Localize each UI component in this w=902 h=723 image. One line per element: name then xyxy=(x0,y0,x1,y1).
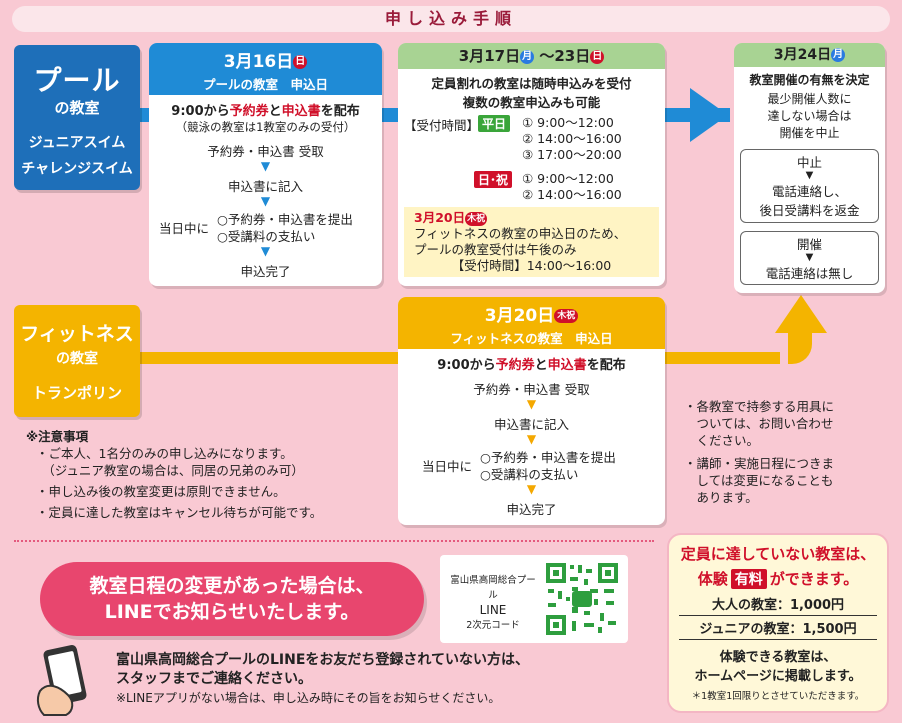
arrow-down-icon: ▼ xyxy=(260,159,271,173)
step-fill: 申込書に記入 xyxy=(227,179,303,194)
same-day-block: 当日中に ○予約券・申込書を提出 ○受講料の支払い xyxy=(422,450,616,482)
date-3-16: 3月16日 xyxy=(223,52,294,72)
pool-label-main: プール xyxy=(33,64,121,97)
side-notes: ・各教室で持参する用具に ついては、お問い合わせ ください。 ・講師・実施日程に… xyxy=(684,399,835,505)
qr-caption: 富山県高岡総合プール LINE 2次元コード xyxy=(450,575,536,631)
fitness-label-main: フィットネス xyxy=(20,323,134,345)
fitness-card-3-20: 3月20日木祝 フィットネスの教室 申込日 9:00から予約券と申込書を配布 予… xyxy=(398,297,665,525)
step-complete: 申込完了 xyxy=(506,502,557,517)
page-title: 申し込み手順 xyxy=(12,6,890,32)
day-mon-badge: 月 xyxy=(831,48,846,62)
weekday-tag: 平日 xyxy=(478,115,511,132)
fitness-label: フィットネス の教室 トランポリン xyxy=(14,305,140,417)
arrow-down-icon: ▼ xyxy=(526,482,537,496)
pool-label-item-2: チャレンジスイム xyxy=(21,161,133,177)
step-receive: 予約券・申込書 受取 xyxy=(473,382,590,397)
step-fill: 申込書に記入 xyxy=(493,417,569,432)
arrow-down-icon: ▼ xyxy=(260,244,271,258)
caution-notes: ※注意事項 ・ご本人、1名分のみの申し込みになります。 （ジュニア教室の場合は、… xyxy=(26,428,396,521)
step-complete: 申込完了 xyxy=(240,264,291,279)
fitness-apply-day-label: フィットネスの教室 申込日 xyxy=(450,331,613,346)
reception-hours: 【受付時間】 平日 ① 9:00～12:00 ② 14:00～16:00 ③ 1… xyxy=(398,113,665,207)
step-receive: 予約券・申込書 受取 xyxy=(207,144,324,159)
trial-box: 定員に達していない教室は、 体験有料ができます。 大人の教室：1,000円 ジュ… xyxy=(667,533,889,713)
holiday-tag: 日･祝 xyxy=(474,171,513,188)
held-title: 開催 xyxy=(796,237,822,252)
adult-price: 大人の教室：1,000円 xyxy=(679,594,877,616)
arrow-down-icon: ▼ xyxy=(260,194,271,208)
divider xyxy=(14,540,654,542)
holiday-times: ① 9:00～12:00 ② 14:00～16:00 xyxy=(522,171,622,202)
pool-card-3-16-head: 3月16日日 プールの教室 申込日 xyxy=(149,43,382,95)
day-sun-badge: 日 xyxy=(293,55,308,69)
reception-label: 【受付時間】 xyxy=(404,118,480,133)
special-day-notice: 3月20日木祝 フィットネスの教室の申込日のため、 プールの教室受付は午後のみ … xyxy=(404,207,659,277)
cancel-box: 中止 ▼ 電話連絡し、 後日受講料を返金 xyxy=(740,149,879,223)
junior-price: ジュニアの教室：1,500円 xyxy=(679,618,877,640)
day-thu-holiday-badge: 木祝 xyxy=(465,211,488,226)
line-notice-text: 富山県高岡総合プールのLINEをお友だち登録されていない方は、 スタッフまでご連… xyxy=(116,652,529,705)
arrow-down-icon: ▼ xyxy=(805,170,814,181)
arrow-down-icon: ▼ xyxy=(526,397,537,411)
held-box: 開催 ▼ 電話連絡は無し xyxy=(740,231,879,285)
open-slots-line: 定員割れの教室は随時申込みを受付 xyxy=(431,76,632,91)
paid-tag: 有料 xyxy=(730,569,767,589)
pool-card-3-17-head: 3月17日月 ～23日日 xyxy=(398,43,665,69)
caution-title: ※注意事項 xyxy=(26,429,89,444)
pool-flow-arrowhead xyxy=(690,88,728,142)
same-day-block: 当日中に ○予約券・申込書を提出 ○受講料の支払い xyxy=(149,209,382,245)
pool-card-3-16: 3月16日日 プールの教室 申込日 9:00から予約券と申込書を配布 （競泳の教… xyxy=(149,43,382,286)
weekday-times: ① 9:00～12:00 ② 14:00～16:00 ③ 17:00～20:00 xyxy=(522,115,622,162)
line-qr-card: 富山県高岡総合プール LINE 2次元コード xyxy=(440,555,628,643)
decide-line: 教室開催の有無を決定 xyxy=(749,73,870,87)
arrow-down-icon: ▼ xyxy=(805,252,814,263)
day-thu-holiday-badge: 木祝 xyxy=(554,309,579,323)
option-submit: ○予約券・申込書を提出 xyxy=(217,212,353,227)
day-sun-badge: 日 xyxy=(590,49,605,64)
fitness-flow-arrowhead xyxy=(775,295,827,333)
fitness-label-sub: の教室 xyxy=(56,351,98,367)
line-notice-pill: 教室日程の変更があった場合は、 LINEでお知らせいたします。 xyxy=(40,562,424,636)
final-card-head: 3月24日月 xyxy=(734,43,885,67)
line-qr-code[interactable] xyxy=(544,561,620,637)
swim-note: （競泳の教室は1教室のみの受付） xyxy=(175,120,356,134)
fitness-card-head: 3月20日木祝 フィットネスの教室 申込日 xyxy=(398,297,665,349)
pool-label-sub: の教室 xyxy=(54,99,100,117)
pool-label-item-1: ジュニアスイム xyxy=(28,135,126,151)
multi-apply-line: 複数の教室申込みも可能 xyxy=(462,95,601,110)
distribution-line: 9:00から予約券と申込書を配布 xyxy=(171,104,360,119)
distribution-line: 9:00から予約券と申込書を配布 xyxy=(437,358,626,373)
fitness-label-item: トランポリン xyxy=(31,384,122,402)
option-payment: ○受講料の支払い xyxy=(217,229,316,244)
same-day-label: 当日中に xyxy=(159,221,210,236)
pool-card-3-17-23: 3月17日月 ～23日日 定員割れの教室は随時申込みを受付 複数の教室申込みも可… xyxy=(398,43,665,286)
pool-label: プール の教室 ジュニアスイム チャレンジスイム xyxy=(14,45,140,190)
day-mon-badge: 月 xyxy=(520,49,535,64)
fitness-flow-bend xyxy=(788,328,812,364)
pool-apply-day-label: プールの教室 申込日 xyxy=(202,77,328,92)
arrow-down-icon: ▼ xyxy=(526,432,537,446)
final-card-3-24: 3月24日月 教室開催の有無を決定 最少開催人数に 達しない場合は 開催を中止 … xyxy=(734,43,885,293)
cancel-title: 中止 xyxy=(796,155,822,170)
smartphone-icon xyxy=(36,645,87,716)
